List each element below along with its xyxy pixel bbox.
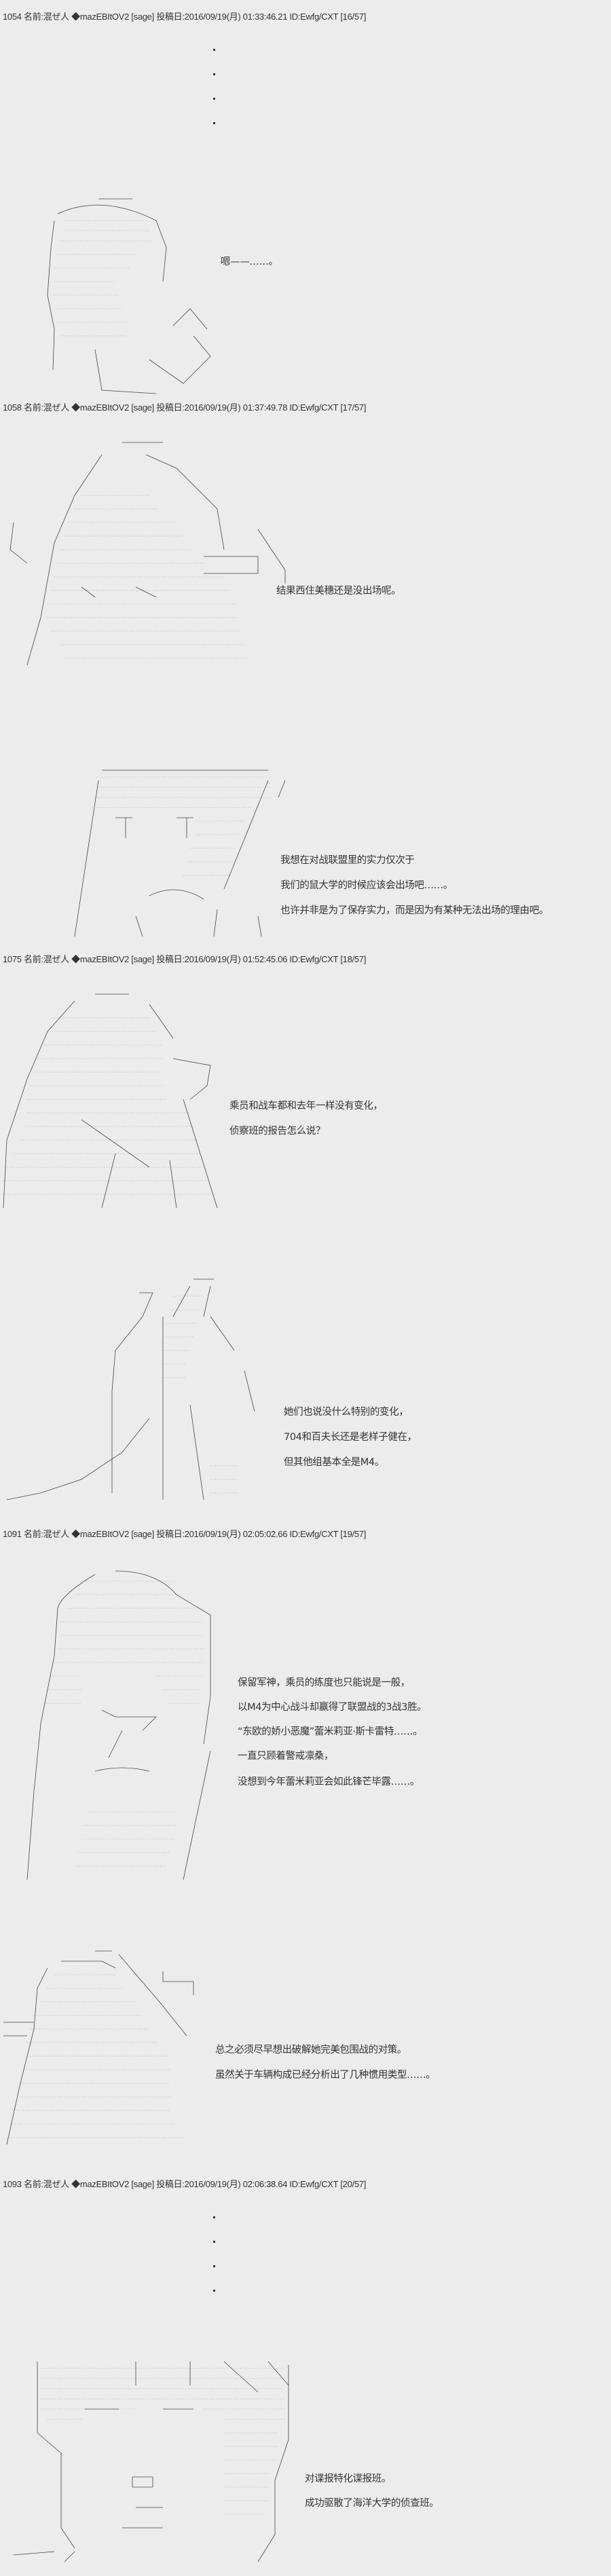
post-header: 1054 名前:混ぜ人 ◆mazEBItOV2 [sage] 投稿日:2016/… [3, 12, 367, 22]
post-header: 1091 名前:混ぜ人 ◆mazEBItOV2 [sage] 投稿日:2016/… [3, 1529, 367, 1539]
dialogue-line: 对谍报特化谍报班。 [305, 2474, 391, 2484]
ascii-art-character [0, 2358, 292, 2569]
dialogue-line: 没想到今年蕾米莉亚会如此锋芒毕露……。 [238, 1777, 420, 1787]
post-header: 1058 名前:混ぜ人 ◆mazEBItOV2 [sage] 投稿日:2016/… [3, 402, 367, 413]
ellipsis-dot [213, 49, 215, 51]
ascii-art-character [0, 441, 289, 682]
dialogue-line: 我想在对战联盟里的实力仅次于 [280, 855, 415, 866]
dialogue-line: 以M4为中心战斗却赢得了联盟战的3战3胜。 [238, 1702, 427, 1713]
dialogue-line: 她们也说没什么特别的变化， [284, 1407, 409, 1418]
ascii-art-character [0, 1276, 261, 1503]
dialogue-line: 但其他组基本全是M4。 [284, 1457, 384, 1468]
dialogue-line: 成功驱散了海洋大学的侦查班。 [305, 2498, 439, 2509]
ellipsis-dot [213, 2265, 215, 2267]
ellipsis-dot [213, 98, 215, 100]
dialogue-line: 也许并非是为了保存实力，而是因为有某种无法出场的理由吧。 [280, 905, 549, 916]
dialogue-line: 嗯——……。 [221, 257, 278, 267]
ellipsis-dot [213, 2290, 215, 2292]
dialogue-line: 保留军神，乘员的练度也只能说是一般， [238, 1678, 410, 1688]
ellipsis-dot [213, 122, 215, 124]
dialogue-line: 总之必须尽早想出破解她完美包围战的对策。 [215, 2045, 407, 2056]
dialogue-line: 我们的鼠大学的时候应该会出场吧……。 [280, 880, 453, 891]
dialogue-line: 侦察班的报告怎么说？ [229, 1126, 325, 1137]
ascii-art-character [20, 1568, 221, 1880]
dialogue-line: 704和百夫长还是老样子健在， [284, 1432, 417, 1443]
ellipsis-dot [213, 2216, 215, 2218]
post-header: 1093 名前:混ぜ人 ◆mazEBItOV2 [sage] 投稿日:2016/… [3, 2179, 367, 2189]
dialogue-line: “东欧的娇小恶魔”蕾米莉亚·斯卡雷特……。 [238, 1726, 423, 1737]
dialogue-line: 虽然关于车辆构成已经分析出了几种惯用类型……。 [215, 2070, 436, 2081]
ascii-art-character [0, 1948, 197, 2144]
ascii-art-character [68, 767, 295, 940]
dialogue-line: 一直只顾着警戒凛桑， [238, 1751, 333, 1762]
ascii-art-character [0, 193, 231, 400]
dialogue-line: 乘员和战车都和去年一样没有变化， [229, 1101, 383, 1112]
post-header: 1075 名前:混ぜ人 ◆mazEBItOV2 [sage] 投稿日:2016/… [3, 954, 367, 964]
dialogue-line: 结果西住美穗还是没出场呢。 [276, 586, 401, 596]
ellipsis-dot [213, 2241, 215, 2243]
ellipsis-dot [213, 73, 215, 75]
ascii-art-character [0, 991, 221, 1211]
